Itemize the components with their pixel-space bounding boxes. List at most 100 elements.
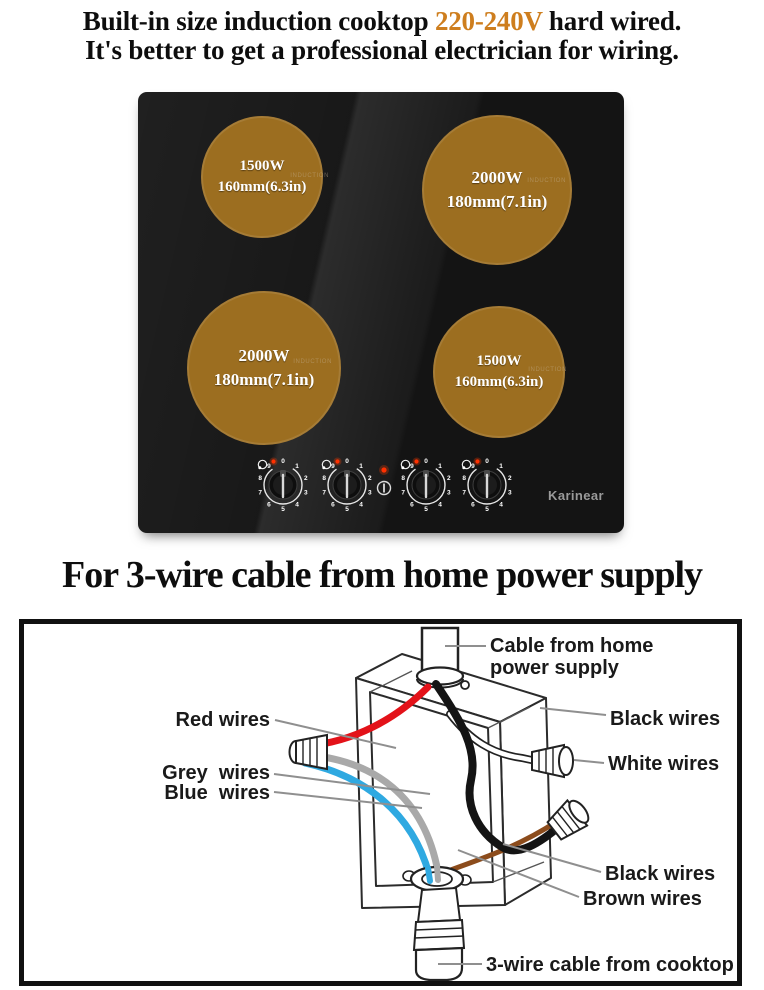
voltage-highlight: 220-240V	[434, 6, 543, 36]
knob-number: 2	[304, 475, 308, 482]
burner-zone-dot-icon	[258, 466, 262, 470]
knob-number: 0	[485, 458, 489, 465]
leader-lines	[273, 645, 607, 965]
hub-screw	[460, 680, 470, 690]
wire-nut-left	[288, 733, 328, 771]
leader-white	[573, 759, 605, 764]
burner-zone-dot-icon	[322, 466, 326, 470]
knob-number: 3	[304, 490, 308, 497]
knob-number: 8	[462, 475, 466, 482]
box-depth-line	[369, 670, 413, 693]
label-blue-wires: Blue wires	[164, 782, 270, 804]
cable-neck	[416, 886, 462, 924]
label-cable-from-home-2: power supply	[490, 657, 620, 679]
label-cooktop-cable: 3-wire cable from cooktop	[486, 954, 734, 976]
power-led-icon	[475, 459, 480, 464]
power-indicator-graphic	[376, 465, 392, 496]
black-wire	[432, 680, 565, 855]
burner-top-left: 1500W 160mm(6.3in) INDUCTION	[201, 116, 328, 238]
knob-number: 8	[258, 475, 262, 482]
wire-nut-bottom-right	[546, 798, 590, 841]
knob-number: 9	[471, 463, 475, 470]
knob-number: 2	[368, 475, 372, 482]
burner-zone-dot-icon	[401, 466, 405, 470]
label-white-wires: White wires	[608, 753, 719, 775]
burner-size-label: 160mm(6.3in)	[454, 374, 544, 390]
home-supply-cable-graphic	[415, 626, 470, 690]
knob-number: 2	[508, 475, 512, 482]
knob-number: 7	[401, 490, 405, 497]
brown-wire	[445, 819, 559, 874]
headline-line1: Built-in size induction cooktop 220-240V…	[0, 7, 764, 36]
nut-body	[295, 733, 328, 771]
cooktop-cable-graphic	[402, 863, 472, 981]
power-button-icon	[376, 480, 392, 496]
nut-body	[531, 743, 565, 779]
box-depth-line	[487, 706, 531, 729]
induction-watermark: INDUCTION	[290, 173, 329, 180]
knob-number: 8	[322, 475, 326, 482]
headline-line2: It's better to get a professional electr…	[85, 35, 679, 65]
knob-number: 4	[359, 502, 363, 509]
brand-logo: Karinear	[548, 488, 604, 503]
headline-text-before: Built-in size induction cooktop	[82, 6, 435, 36]
knob-number: 3	[447, 490, 451, 497]
power-led-icon	[335, 459, 340, 464]
knob-number: 2	[447, 475, 451, 482]
knob-number: 7	[322, 490, 326, 497]
burner-bottom-left: 2000W 180mm(7.1in) INDUCTION	[187, 291, 341, 445]
knob-number: 6	[410, 502, 414, 509]
leader-blue	[273, 791, 423, 809]
knob-number: 6	[331, 502, 335, 509]
knob-number: 7	[462, 490, 466, 497]
wire-nut-right	[531, 743, 574, 779]
burner-zone-icon	[321, 459, 332, 470]
knob-number: 6	[471, 502, 475, 509]
power-indicator	[372, 462, 396, 502]
grey-wire-stub	[434, 863, 441, 883]
burner-power-label: 2000W	[471, 168, 523, 187]
cable-hub	[415, 666, 465, 686]
knob-scale-arc	[263, 465, 303, 505]
knob-number: 9	[410, 463, 414, 470]
burner-power-label: 1500W	[239, 158, 285, 174]
knob-grip	[280, 470, 286, 477]
knob-scale-arc	[327, 465, 367, 505]
nut-rib	[551, 816, 568, 837]
cable-rib	[413, 935, 465, 939]
nut-cap	[558, 746, 574, 776]
burner-zone-icon	[400, 459, 411, 470]
wiring-diagram: Cable from home power supply Red wires G…	[19, 619, 742, 986]
knob-number: 3	[508, 490, 512, 497]
knob-number: 1	[359, 463, 363, 470]
leader-red	[274, 719, 397, 749]
knob-number: 9	[267, 463, 271, 470]
headline: Built-in size induction cooktop 220-240V…	[0, 0, 764, 65]
power-led-icon	[271, 459, 276, 464]
knob-grip	[344, 470, 350, 477]
knob-number: 6	[267, 502, 271, 509]
burner-size-label: 180mm(7.1in)	[213, 370, 315, 389]
knob-number: 4	[295, 502, 299, 509]
induction-watermark: INDUCTION	[528, 366, 567, 373]
box-depth-line	[492, 861, 545, 883]
knob-scale-arc	[467, 465, 507, 505]
burner-size-label: 180mm(7.1in)	[446, 192, 548, 211]
burner-size-label: 160mm(6.3in)	[217, 179, 307, 195]
label-black-wires-top: Black wires	[610, 708, 720, 730]
knob-number: 0	[424, 458, 428, 465]
nut-rib	[556, 811, 574, 833]
label-black-wires-bottom: Black wires	[605, 863, 715, 885]
junction-box-right-face	[499, 697, 552, 906]
knob-number: 5	[485, 506, 489, 511]
knob-grip	[484, 470, 490, 477]
